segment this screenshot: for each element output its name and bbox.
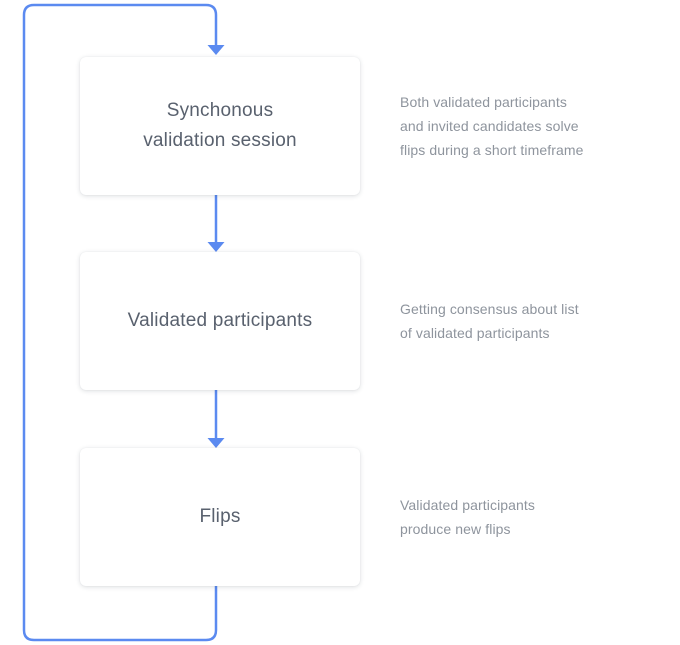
flow-node-synchronous-validation-session: Synchonous validation session (80, 57, 360, 195)
flow-node-flips: Flips (80, 448, 360, 586)
flow-description-validated-participants: Getting consensus about list of validate… (400, 252, 630, 390)
arrowhead-into-node-2 (207, 242, 225, 252)
flow-description-text: Getting consensus about list of validate… (400, 301, 579, 341)
flow-node-validated-participants: Validated participants (80, 252, 360, 390)
connector-arrow-1-2 (207, 195, 225, 252)
arrowhead-into-node-3 (207, 438, 225, 448)
flow-description-flips: Validated participants produce new flips (400, 448, 630, 586)
flow-node-label: Validated participants (127, 310, 313, 331)
flow-node-label: Flips (199, 506, 241, 527)
arrowhead-into-node-1 (207, 45, 225, 55)
connector-arrow-2-3 (207, 390, 225, 448)
flow-description-synchronous-validation-session: Both validated participants and invited … (400, 57, 630, 195)
flow-node-label: Synchonous validation session (143, 100, 297, 151)
flow-description-text: Both validated participants and invited … (400, 94, 584, 158)
flow-description-text: Validated participants produce new flips (400, 497, 536, 537)
